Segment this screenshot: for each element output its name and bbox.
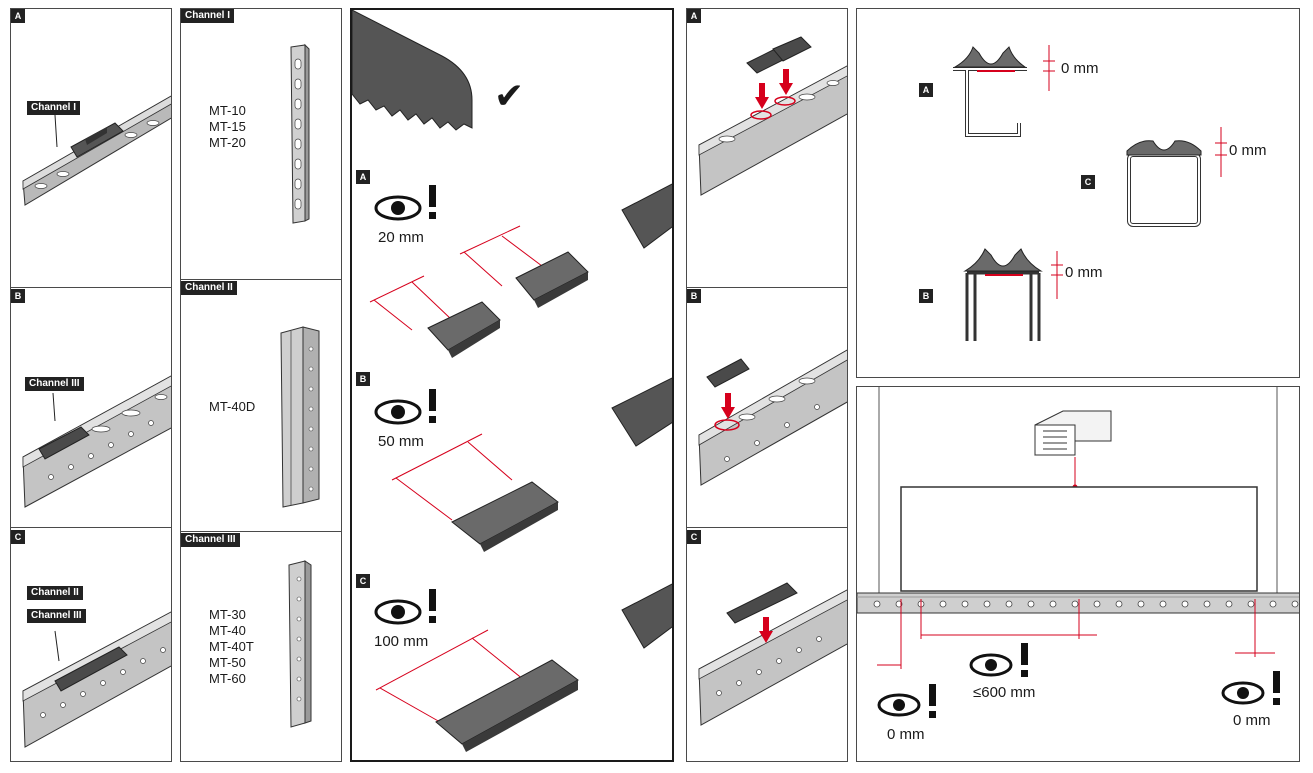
channel-i-profile-image	[290, 43, 310, 224]
badge-a: A	[356, 170, 370, 184]
panel-channel-views: A Channel I B Channel III C Channel II C…	[10, 8, 172, 762]
section-title: Channel II	[181, 281, 237, 295]
distance-label: 50 mm	[378, 433, 424, 450]
gap-label: 0 mm	[1229, 142, 1267, 159]
channel-i-illustration	[22, 95, 171, 206]
spacing-label: ≤600 mm	[973, 684, 1036, 701]
channel-ii-iii-illustration	[22, 611, 171, 748]
model-list: MT-10 MT-15 MT-20	[209, 103, 246, 150]
rail-hole	[1225, 600, 1233, 608]
badge-c: C	[1081, 175, 1095, 189]
clip-spacing-diagram-a	[369, 183, 672, 358]
badge-a: A	[11, 9, 25, 23]
rail-hole	[961, 600, 969, 608]
channel-label: Channel III	[25, 377, 84, 391]
rail-hole	[873, 600, 881, 608]
channel-iii-illustration	[22, 375, 171, 508]
badge-c: C	[687, 530, 701, 544]
panel-clip-placement: A B C	[686, 8, 848, 762]
installation-illustration	[857, 387, 1299, 718]
rail-hole	[1115, 600, 1123, 608]
rail-hole	[1159, 600, 1167, 608]
rail-hole	[1181, 600, 1189, 608]
badge-c: C	[11, 530, 25, 544]
eye-attention-icon	[374, 185, 436, 221]
eye-attention-icon	[374, 589, 436, 625]
channel-label: Channel III	[27, 609, 86, 623]
distance-label: 20 mm	[378, 229, 424, 246]
gap-label: 0 mm	[1065, 264, 1103, 281]
rail-hole	[1071, 600, 1079, 608]
badge-b: B	[11, 289, 25, 303]
rail-hole	[939, 600, 947, 608]
channel-label: Channel I	[27, 101, 81, 115]
saw-blade-illustration	[352, 10, 473, 131]
rail-hole	[1247, 600, 1255, 608]
panel-cut-distances: ✔ A 20 mm B 50 mm C	[350, 8, 674, 762]
section-title: Channel I	[181, 9, 235, 23]
distance-label: 100 mm	[374, 633, 429, 650]
rail-hole	[1005, 600, 1013, 608]
model-list: MT-30 MT-40 MT-40T MT-50 MT-60	[209, 607, 254, 686]
cross-section-drawings	[953, 45, 1227, 341]
rail-hole	[1291, 600, 1299, 608]
rail-hole	[1049, 600, 1057, 608]
section-title: Channel III	[181, 533, 240, 547]
channel-iii-profile-image	[288, 560, 312, 728]
panel-cross-sections: A C B 0 mm 0 mm 0 mm	[856, 8, 1300, 378]
clip-spacing-diagram-c	[375, 583, 672, 752]
badge-a: A	[919, 83, 933, 97]
channel-label: Channel II	[27, 586, 83, 600]
clip-placement-c-illustration	[698, 582, 847, 726]
badge-b: B	[687, 289, 701, 303]
clip-placement-a-illustration	[698, 36, 847, 196]
rail-hole	[1203, 600, 1211, 608]
badge-b: B	[356, 372, 370, 386]
eye-attention-icon	[374, 389, 436, 425]
panel-installation: 0 mm ≤600 mm 0 mm	[856, 386, 1300, 762]
rail-hole	[1093, 600, 1101, 608]
gap-label: 0 mm	[1233, 712, 1271, 729]
gap-label: 0 mm	[1061, 60, 1099, 77]
rail-hole	[983, 600, 991, 608]
rail-hole	[1269, 600, 1277, 608]
badge-b: B	[919, 289, 933, 303]
gap-label: 0 mm	[887, 726, 925, 743]
clip-spacing-diagram-b	[391, 377, 672, 552]
panel-channel-models: Channel I MT-10 MT-15 MT-20 Channel II M…	[180, 8, 342, 762]
badge-a: A	[687, 9, 701, 23]
rail-hole	[1137, 600, 1145, 608]
check-mark-icon: ✔	[494, 75, 525, 116]
clip-placement-b-illustration	[698, 349, 847, 486]
model-list: MT-40D	[209, 399, 256, 414]
rail-hole	[1027, 600, 1035, 608]
badge-c: C	[356, 574, 370, 588]
channel-ii-profile-image	[280, 326, 320, 508]
